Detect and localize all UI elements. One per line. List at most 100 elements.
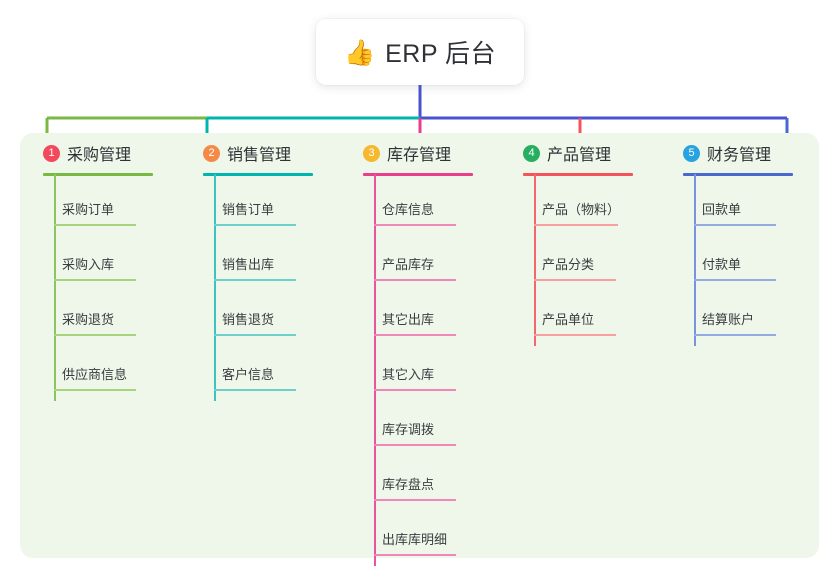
- module-item[interactable]: 采购入库: [27, 231, 177, 286]
- module-title: 财务管理: [707, 147, 772, 164]
- module-item-rule: [374, 389, 456, 391]
- module-item-label: 付款单: [702, 257, 742, 272]
- module-item[interactable]: 客户信息: [187, 341, 337, 396]
- module-item-label: 客户信息: [222, 367, 275, 382]
- module-item-rule: [374, 499, 456, 501]
- module-item-label: 其它出库: [382, 312, 435, 327]
- module-spine: [214, 174, 216, 401]
- module-item-rule: [374, 334, 456, 336]
- module-item[interactable]: 回款单: [667, 176, 817, 231]
- module-number-badge: 2: [203, 144, 220, 162]
- module-item-rule: [534, 224, 618, 226]
- module-header-1[interactable]: 1 采购管理: [27, 133, 177, 173]
- module-item-list: 销售订单销售出库销售退货客户信息: [187, 176, 337, 396]
- module-item-label: 产品（物料）: [542, 202, 621, 217]
- module-item-label: 出库库明细: [382, 532, 448, 547]
- module-item-label: 采购订单: [62, 202, 115, 217]
- module-header-4[interactable]: 4 产品管理: [507, 133, 657, 173]
- module-number-badge: 1: [43, 144, 60, 162]
- module-header-rule: [43, 173, 153, 176]
- thumbs-up-icon: 👍: [343, 38, 376, 67]
- module-item-label: 其它入库: [382, 367, 435, 382]
- module-item[interactable]: 结算账户: [667, 286, 817, 341]
- module-column-2: 2 销售管理销售订单销售出库销售退货客户信息: [187, 133, 337, 401]
- module-item-label: 结算账户: [702, 312, 755, 327]
- module-column-3: 3 库存管理仓库信息产品库存其它出库其它入库库存调拨库存盘点出库库明细: [347, 133, 497, 566]
- module-item-label: 回款单: [702, 202, 742, 217]
- module-spine: [54, 174, 56, 401]
- module-item-label: 采购退货: [62, 312, 115, 327]
- module-item[interactable]: 其它出库: [347, 286, 497, 341]
- module-item-rule: [374, 279, 456, 281]
- module-item-rule: [534, 279, 616, 281]
- module-item-list: 仓库信息产品库存其它出库其它入库库存调拨库存盘点出库库明细: [347, 176, 497, 561]
- module-item-label: 采购入库: [62, 257, 115, 272]
- module-item-rule: [374, 444, 456, 446]
- module-item-label: 销售退货: [222, 312, 275, 327]
- module-item-rule: [374, 554, 456, 556]
- module-header-rule: [683, 173, 793, 176]
- module-item-rule: [214, 279, 296, 281]
- module-header-5[interactable]: 5 财务管理: [667, 133, 817, 173]
- module-item-label: 库存盘点: [382, 477, 435, 492]
- module-item-label: 销售出库: [222, 257, 275, 272]
- module-column-1: 1 采购管理采购订单采购入库采购退货供应商信息: [27, 133, 177, 401]
- module-item-rule: [694, 224, 776, 226]
- module-item[interactable]: 采购退货: [27, 286, 177, 341]
- module-spine: [534, 174, 536, 346]
- module-item[interactable]: 产品单位: [507, 286, 657, 341]
- module-item[interactable]: 付款单: [667, 231, 817, 286]
- module-number-badge: 4: [523, 144, 540, 162]
- module-item-label: 销售订单: [222, 202, 275, 217]
- module-header-rule: [203, 173, 313, 176]
- module-item[interactable]: 产品分类: [507, 231, 657, 286]
- module-title: 库存管理: [387, 147, 452, 164]
- module-item[interactable]: 采购订单: [27, 176, 177, 231]
- module-title: 采购管理: [67, 147, 132, 164]
- module-item-rule: [54, 279, 136, 281]
- module-item-label: 产品库存: [382, 257, 435, 272]
- module-item[interactable]: 产品（物料）: [507, 176, 657, 231]
- module-item-rule: [54, 224, 136, 226]
- module-item[interactable]: 库存盘点: [347, 451, 497, 506]
- module-item-label: 供应商信息: [62, 367, 128, 382]
- module-item-list: 回款单付款单结算账户: [667, 176, 817, 341]
- module-number-badge: 5: [683, 144, 700, 162]
- module-item-list: 产品（物料） 产品分类产品单位: [507, 176, 657, 341]
- module-item-rule: [54, 389, 136, 391]
- modules-panel: 1 采购管理采购订单采购入库采购退货供应商信息 2 销售管理销售订单销售出库销售退货客…: [20, 133, 819, 566]
- module-spine: [694, 174, 696, 346]
- root-title-text: ERP 后台: [385, 40, 497, 68]
- module-item-rule: [214, 334, 296, 336]
- module-item-rule: [374, 224, 456, 226]
- module-spine: [374, 174, 376, 566]
- module-header-rule: [363, 173, 473, 176]
- module-title: 产品管理: [547, 147, 612, 164]
- module-item-label: 产品分类: [542, 257, 595, 272]
- module-header-3[interactable]: 3 库存管理: [347, 133, 497, 173]
- module-item-rule: [214, 224, 296, 226]
- module-column-4: 4 产品管理产品（物料） 产品分类产品单位: [507, 133, 657, 346]
- module-item-label: 产品单位: [542, 312, 595, 327]
- module-item[interactable]: 销售出库: [187, 231, 337, 286]
- module-item[interactable]: 其它入库: [347, 341, 497, 396]
- module-item-rule: [694, 279, 776, 281]
- module-item-rule: [214, 389, 296, 391]
- module-item[interactable]: 出库库明细: [347, 506, 497, 561]
- module-item-list: 采购订单采购入库采购退货供应商信息: [27, 176, 177, 396]
- module-title: 销售管理: [227, 147, 292, 164]
- module-item-rule: [54, 334, 136, 336]
- module-number-badge: 3: [363, 144, 380, 162]
- module-item[interactable]: 销售退货: [187, 286, 337, 341]
- module-item-label: 库存调拨: [382, 422, 435, 437]
- module-item-rule: [694, 334, 776, 336]
- module-header-2[interactable]: 2 销售管理: [187, 133, 337, 173]
- root-title-card[interactable]: 👍 ERP 后台: [316, 19, 524, 85]
- module-item[interactable]: 仓库信息: [347, 176, 497, 231]
- module-item[interactable]: 产品库存: [347, 231, 497, 286]
- module-item-rule: [534, 334, 616, 336]
- module-item[interactable]: 库存调拨: [347, 396, 497, 451]
- module-item[interactable]: 供应商信息: [27, 341, 177, 396]
- module-item[interactable]: 销售订单: [187, 176, 337, 231]
